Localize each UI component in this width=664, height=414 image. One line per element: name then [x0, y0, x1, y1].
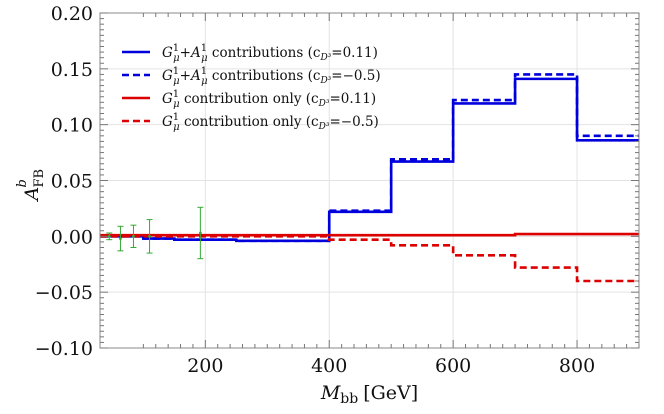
data-point: [132, 234, 135, 238]
data-point: [198, 231, 202, 235]
y-axis-title-sub: FB: [32, 169, 47, 188]
y-tick-label: 0.10: [51, 115, 93, 137]
legend-sup1: 1: [173, 112, 179, 123]
y-axis-title-sup: b: [15, 179, 30, 187]
y-tick-label: 0.00: [51, 226, 93, 248]
legend-sub1: μ: [173, 99, 180, 110]
series-layer: [100, 73, 639, 283]
legend-csub: D³: [319, 53, 331, 63]
series-line: [100, 232, 639, 237]
legend-ceq: =−0.5): [331, 68, 380, 84]
data-point: [119, 237, 122, 240]
y-axis-title-main: A: [21, 187, 43, 203]
legend-ceq: =0.11): [331, 45, 378, 61]
legend-sub1: μ: [173, 76, 180, 87]
x-tick-label: 400: [311, 355, 347, 377]
legend-sub2: μ: [201, 53, 208, 64]
legend-ceq: =0.11): [329, 91, 376, 107]
legend-sup1: 1: [173, 43, 179, 54]
legend-mid: +A: [180, 68, 201, 84]
legend-sub2: μ: [201, 76, 208, 87]
x-tick-label: 600: [435, 355, 471, 377]
legend-mid: +A: [180, 45, 201, 61]
y-tick-label: 0.15: [51, 59, 93, 81]
legend-tail: contributions (c: [208, 45, 321, 61]
y-tick-label: 0.20: [51, 3, 93, 25]
y-tick-label: 0.05: [51, 171, 93, 193]
legend-tail: contributions (c: [208, 68, 321, 84]
legend-lead: G: [162, 91, 173, 107]
y-axis-title: A b FB: [15, 169, 47, 203]
legend-sub1: μ: [173, 122, 180, 133]
legend-lead: G: [162, 45, 173, 61]
legend-sup1: 1: [173, 89, 179, 100]
x-tick-label: 200: [187, 355, 223, 377]
legend-sup2: 1: [201, 43, 207, 54]
legend-sup1: 1: [173, 66, 179, 77]
legend-ceq: =−0.5): [329, 114, 378, 130]
x-axis-title-main: M: [320, 382, 341, 404]
x-tick-label: 800: [559, 355, 595, 377]
data-points-layer: [106, 206, 204, 260]
x-axis-title-sub: bb: [340, 391, 358, 407]
x-axis-title-unit: [GeV]: [363, 382, 418, 404]
legend-tail: contribution only (c: [180, 91, 319, 107]
legend-lead: G: [162, 114, 173, 130]
legend-csub: D³: [319, 76, 331, 86]
y-tick-label: −0.05: [35, 282, 93, 304]
series-line: [100, 235, 639, 283]
data-point: [107, 234, 111, 238]
y-tick-label: −0.10: [35, 338, 93, 360]
data-point: [148, 234, 151, 238]
legend-tail: contribution only (c: [180, 114, 319, 130]
legend-sub1: μ: [173, 53, 180, 64]
series-line: [100, 73, 639, 243]
legend-csub: D³: [318, 122, 330, 132]
legend-lead: G: [162, 68, 173, 84]
x-axis-title: Mbb [GeV]: [320, 382, 418, 407]
axis-ticks: 200 400 600 800 −0.10 −0.05 0.00 0.05 0.10 0.15 0.…: [35, 3, 640, 377]
legend-csub: D³: [318, 99, 330, 109]
legend-sup2: 1: [201, 66, 207, 77]
